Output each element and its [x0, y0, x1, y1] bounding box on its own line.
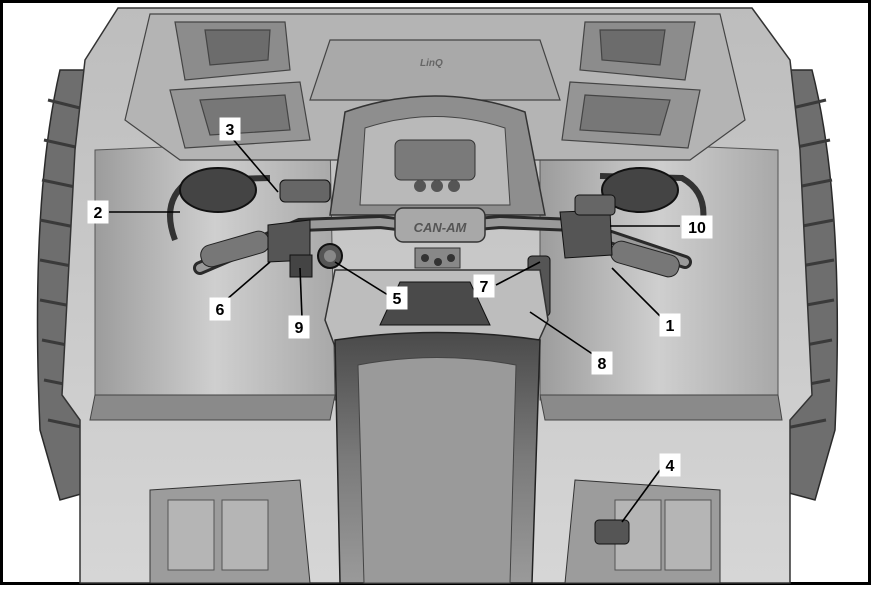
callout-3: 3	[226, 122, 235, 139]
callout-2: 2	[94, 205, 103, 222]
rack-logo: LinQ	[420, 58, 443, 69]
callout-8: 8	[598, 356, 607, 373]
gauge-button-right	[448, 180, 460, 192]
callout-9: 9	[295, 320, 304, 337]
left-mirror	[180, 168, 256, 212]
callout-5: 5	[393, 291, 402, 308]
right-switch-housing	[560, 210, 612, 258]
instrument-pod	[330, 96, 545, 215]
gauge-display	[395, 140, 475, 180]
callout-1: 1	[666, 318, 675, 335]
callout-10: 10	[688, 220, 706, 237]
seat-area	[325, 270, 548, 583]
callout-4: 4	[666, 458, 675, 475]
rear-brake-pedal	[595, 520, 629, 544]
gauge-button-mid	[431, 180, 443, 192]
gauge-button-left	[414, 180, 426, 192]
brand-logo: CAN-AM	[414, 220, 468, 235]
brake-master-cylinder	[280, 180, 330, 202]
callout-7: 7	[480, 279, 489, 296]
callout-6: 6	[216, 302, 225, 319]
throttle-housing	[575, 195, 615, 215]
